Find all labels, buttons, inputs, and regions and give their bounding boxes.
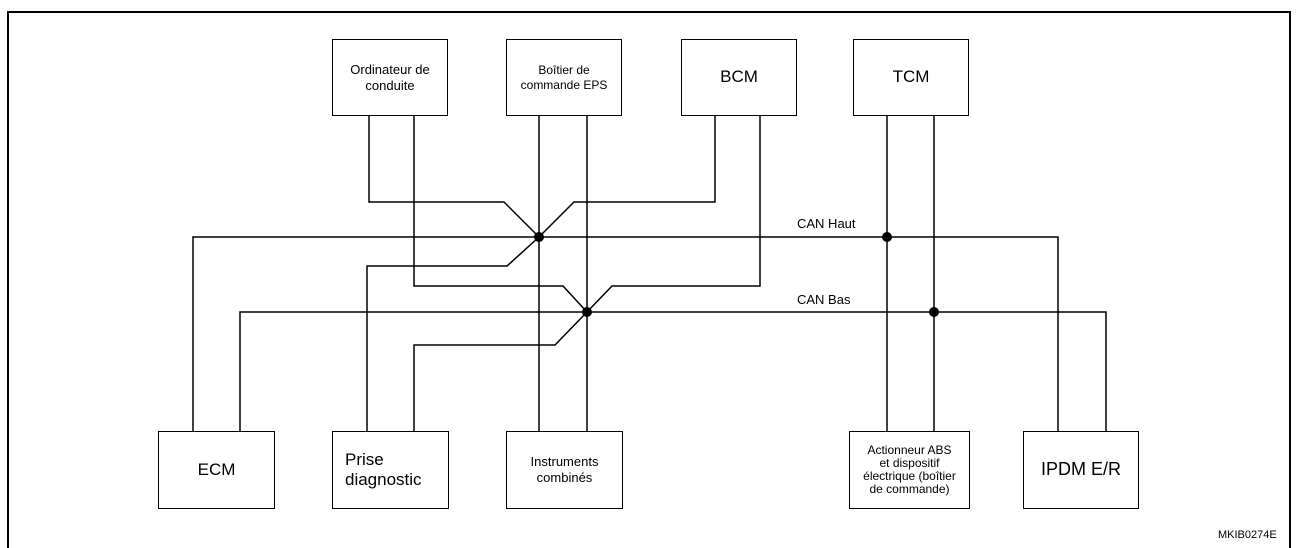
prise-high-wire [366,236,540,431]
junction-dot-high-right [882,232,892,242]
can-low-bus-line [239,311,1107,431]
module-prise-diagnostic: Prise diagnostic [332,431,449,509]
can-high-bus-line [192,236,1059,431]
can-high-label: CAN Haut [797,216,856,231]
module-abs-actuator: Actionneur ABS et dispositif électrique … [849,431,970,509]
module-ordinateur-de-conduite: Ordinateur de conduite [332,39,448,116]
module-eps-control-unit: Boîtier de commande EPS [506,39,622,116]
can-low-label: CAN Bas [797,292,851,307]
frame-border [7,11,1291,548]
module-ipdm-er: IPDM E/R [1023,431,1139,509]
bcm-high-wire [538,116,716,238]
figure-code: MKIB0274E [1218,529,1277,541]
ordinateur-high-wire [368,116,540,238]
module-tcm: TCM [853,39,969,116]
module-bcm: BCM [681,39,797,116]
junction-dot-low-right [929,307,939,317]
junction-dot-high-center [534,232,544,242]
module-instruments-combines: Instruments combinés [506,431,623,509]
junction-dot-low-center [582,307,592,317]
bcm-low-wire [586,116,761,313]
ordinateur-low-wire [413,116,588,313]
module-ecm: ECM [158,431,275,509]
prise-low-wire [413,311,588,431]
